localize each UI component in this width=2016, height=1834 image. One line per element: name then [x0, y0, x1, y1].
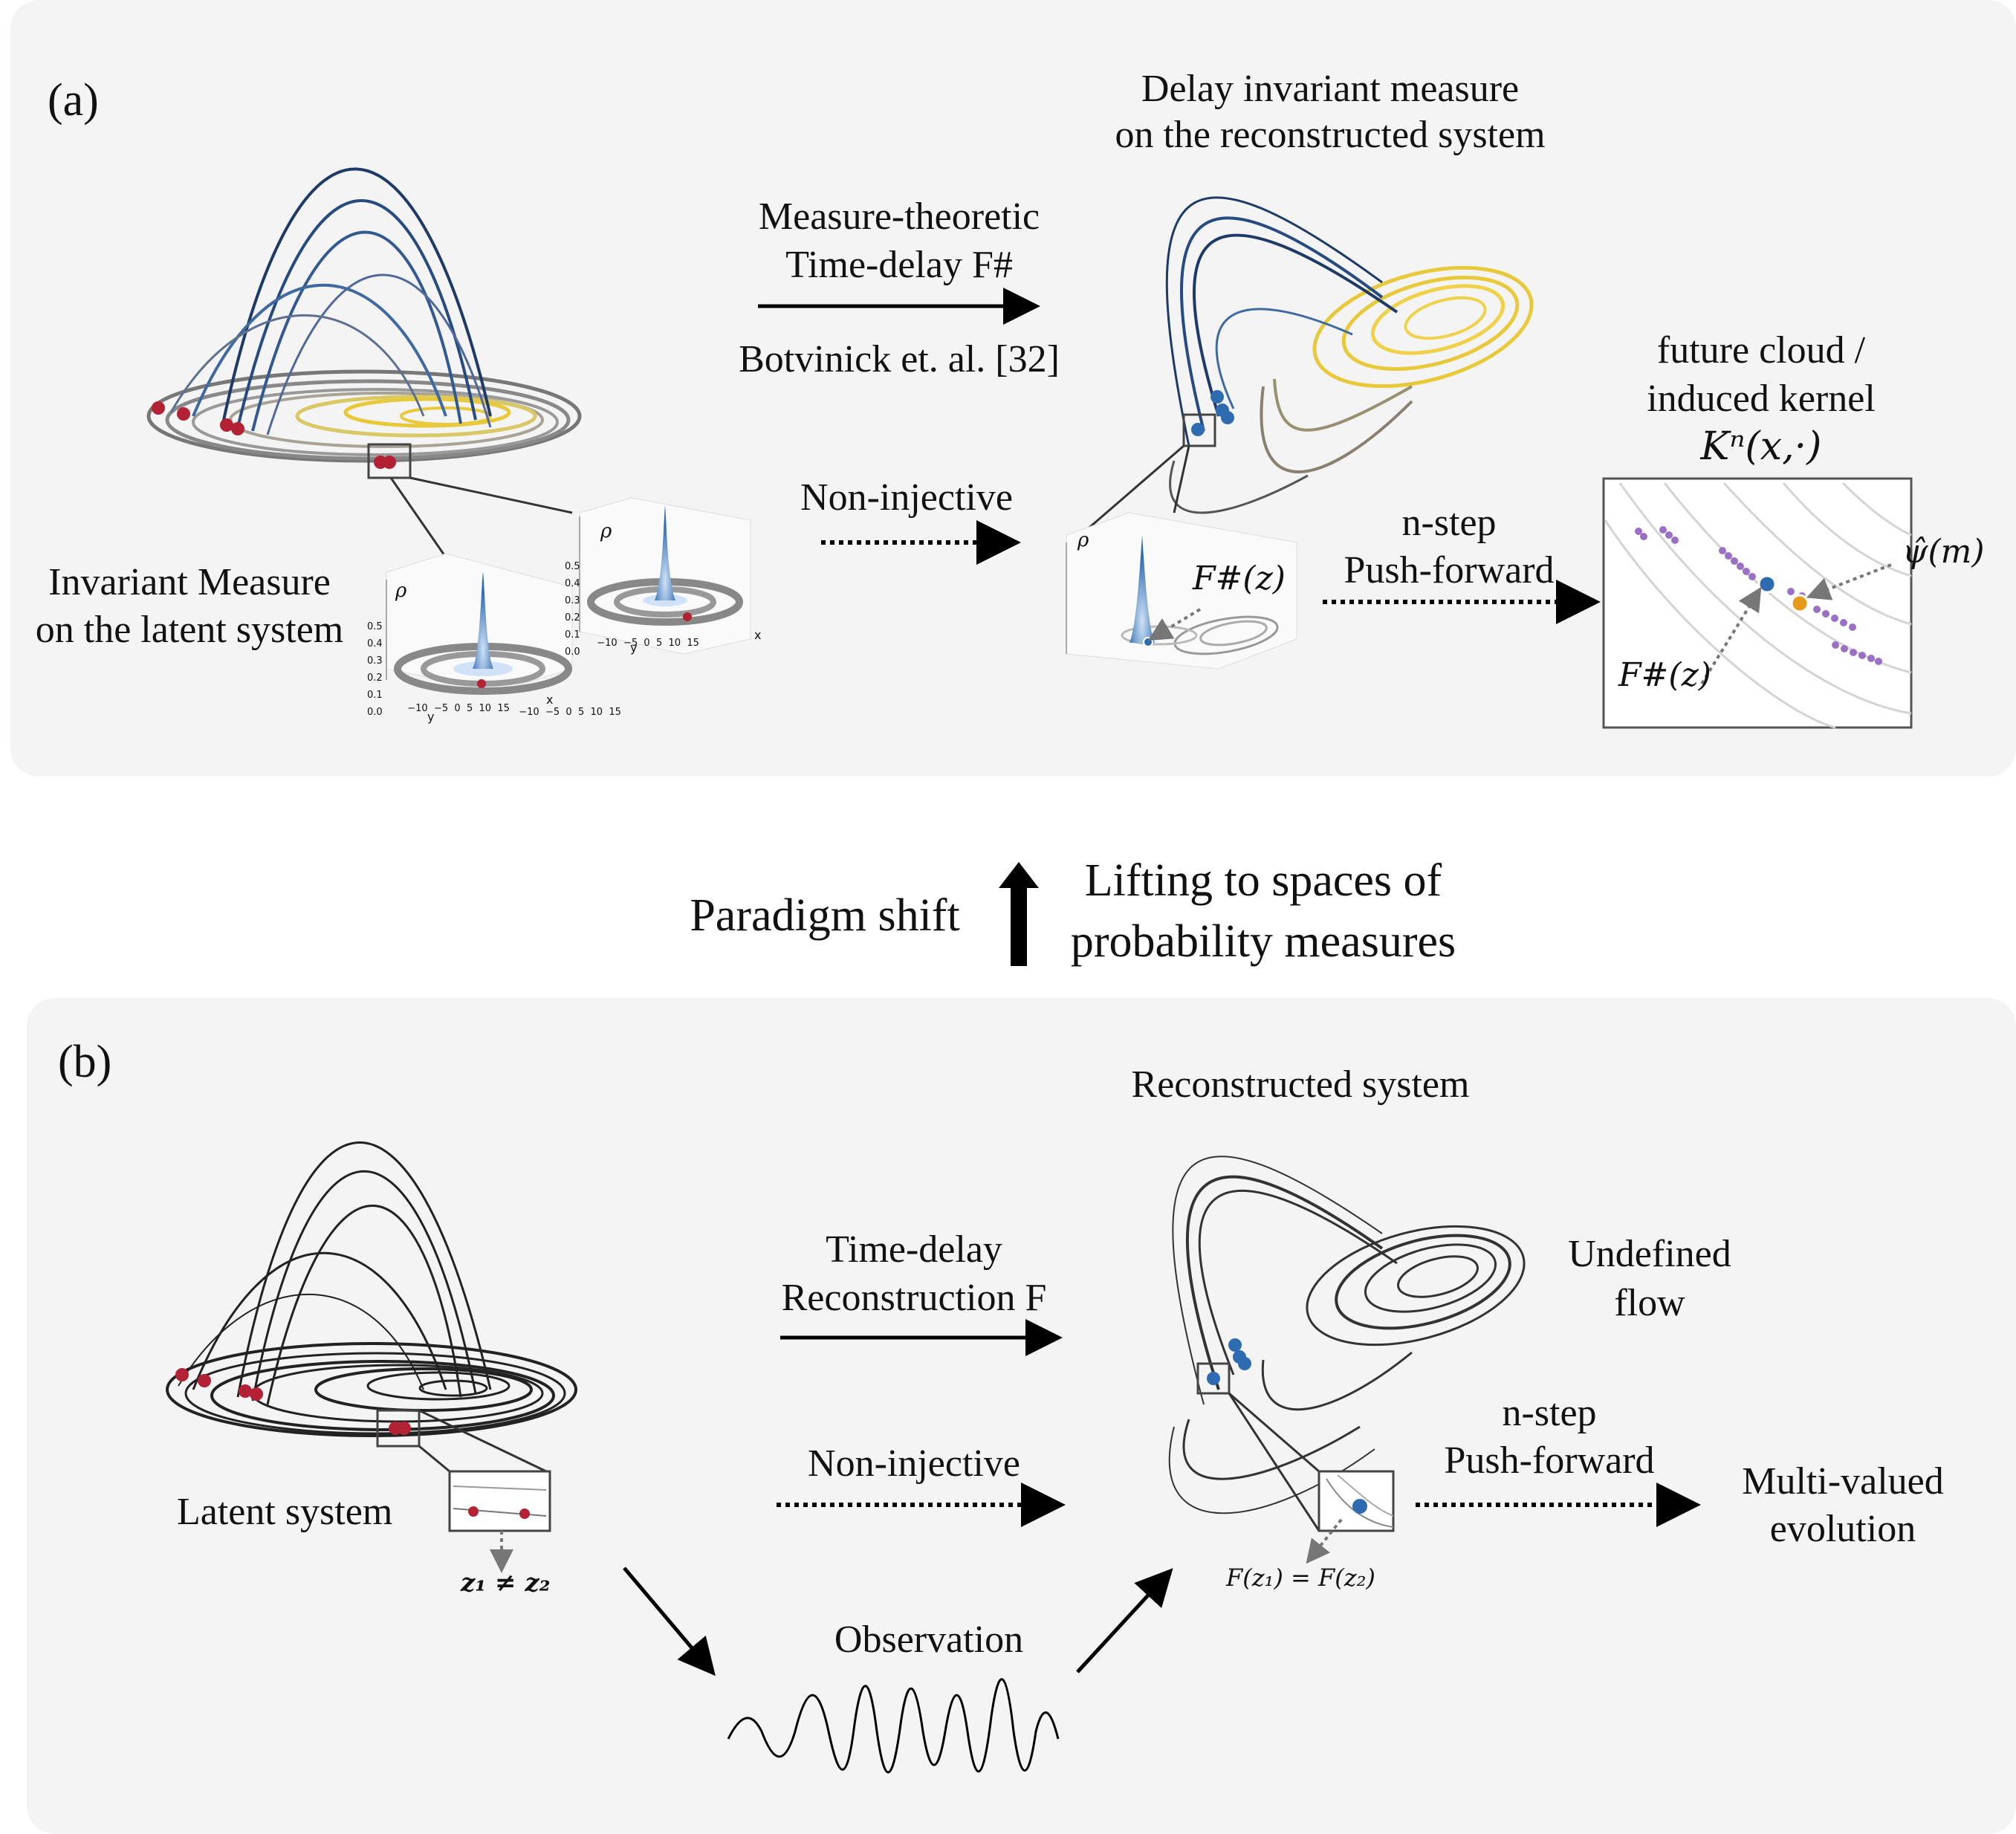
blue-points-b	[1207, 1338, 1251, 1385]
psi-label: ψ̂(m)	[1902, 533, 1985, 571]
latent-label-line2: on the latent system	[35, 609, 344, 651]
arrow-to-observation	[623, 1566, 716, 1676]
rho-label-right: ρ	[600, 520, 612, 542]
y-axis-label-left: y	[427, 710, 435, 724]
f-equal-label: F(z₁) = F(z₂)	[1226, 1564, 1375, 1592]
kernel-inset	[1602, 477, 1913, 729]
panel-b-label: (b)	[58, 1037, 112, 1087]
x-axis-label-right: x	[754, 628, 762, 642]
pushforward-label-b-line2: Push-forward	[1444, 1439, 1655, 1482]
timedelay-label-line2: Reconstruction F	[781, 1277, 1047, 1319]
panel-b-background	[27, 998, 2016, 1834]
panel-a-title-line2: on the reconstructed system	[1115, 114, 1546, 156]
y-ticks-left: −10 −5 0 5 10 15	[407, 702, 510, 714]
zoom-inset-b1	[448, 1470, 551, 1532]
latent-attractor-a	[146, 167, 582, 463]
pushforward-label-b-line1: n-step	[1502, 1392, 1597, 1434]
latent-attractor-b	[166, 1141, 577, 1437]
arrow-top-label-line1: Measure-theoretic	[758, 195, 1040, 238]
panel-a-label: (a)	[48, 75, 99, 126]
lifting-label-line1: Lifting to spaces of	[1084, 855, 1442, 906]
panel-b-title: Reconstructed system	[1131, 1063, 1470, 1106]
zoom-inset-b2	[1317, 1470, 1395, 1532]
fz-inset-label: F#(z)	[1618, 656, 1711, 694]
blue-points-a	[1191, 390, 1234, 436]
reconstructed-attractor-a	[1165, 196, 1534, 514]
lifting-label-line2: probability measures	[1070, 916, 1456, 967]
latent-label-line1: Invariant Measure	[48, 561, 331, 603]
zoom-box-b2	[1196, 1362, 1231, 1395]
zoom-box-b1	[376, 1409, 421, 1448]
zoom-box-a	[367, 443, 412, 479]
future-cloud-label-line1: future cloud /	[1656, 329, 1866, 372]
red-points-b	[175, 1368, 411, 1435]
rho-label-middle: ρ	[1077, 529, 1089, 551]
observation-label: Observation	[834, 1618, 1024, 1661]
density-plot-left	[386, 553, 573, 695]
x-axis-label-left: x	[546, 693, 554, 707]
panel-a-title-line1: Delay invariant measure	[1141, 68, 1520, 110]
non-injective-label-b: Non-injective	[808, 1442, 1020, 1485]
paradigm-shift-label: Paradigm shift	[690, 890, 960, 941]
multi-valued-line1: Multi-valued	[1742, 1460, 1944, 1503]
arrow-from-observation	[1076, 1568, 1173, 1673]
latent-system-label: Latent system	[177, 1491, 393, 1533]
rho-label-left: ρ	[395, 580, 407, 602]
undefined-flow-line2: flow	[1614, 1282, 1685, 1324]
pushforward-label-a-line1: n-step	[1401, 502, 1497, 544]
y-ticks-right: −10 −5 0 5 10 15	[597, 637, 699, 649]
x-ticks-left: −10 −5 0 5 10 15	[519, 706, 621, 718]
z-neq-label: z₁ ≠ z₂	[461, 1568, 551, 1598]
multi-valued-line2: evolution	[1769, 1508, 1916, 1550]
fz-mid-label: F#(z)	[1193, 560, 1286, 597]
zoom-box-a2	[1182, 413, 1216, 447]
citation-label: Botvinick et. al. [32]	[739, 338, 1060, 380]
y-axis-label-right: y	[630, 641, 638, 655]
red-points-a	[152, 401, 396, 469]
arrow-top-label-line2: Time-delay F#	[785, 244, 1013, 286]
pushforward-label-a-line2: Push-forward	[1344, 549, 1555, 592]
paradigm-arrow	[999, 862, 1039, 966]
kernel-label: Kⁿ(x,·)	[1700, 424, 1822, 469]
non-injective-label-a: Non-injective	[800, 476, 1013, 519]
timedelay-label-line1: Time-delay	[826, 1228, 1002, 1271]
observation-waveform	[727, 1678, 1060, 1774]
future-cloud-label-line2: induced kernel	[1647, 378, 1876, 420]
density-plot-right	[579, 497, 751, 655]
density-plot-middle	[1066, 512, 1297, 670]
undefined-flow-line1: Undefined	[1568, 1233, 1731, 1275]
